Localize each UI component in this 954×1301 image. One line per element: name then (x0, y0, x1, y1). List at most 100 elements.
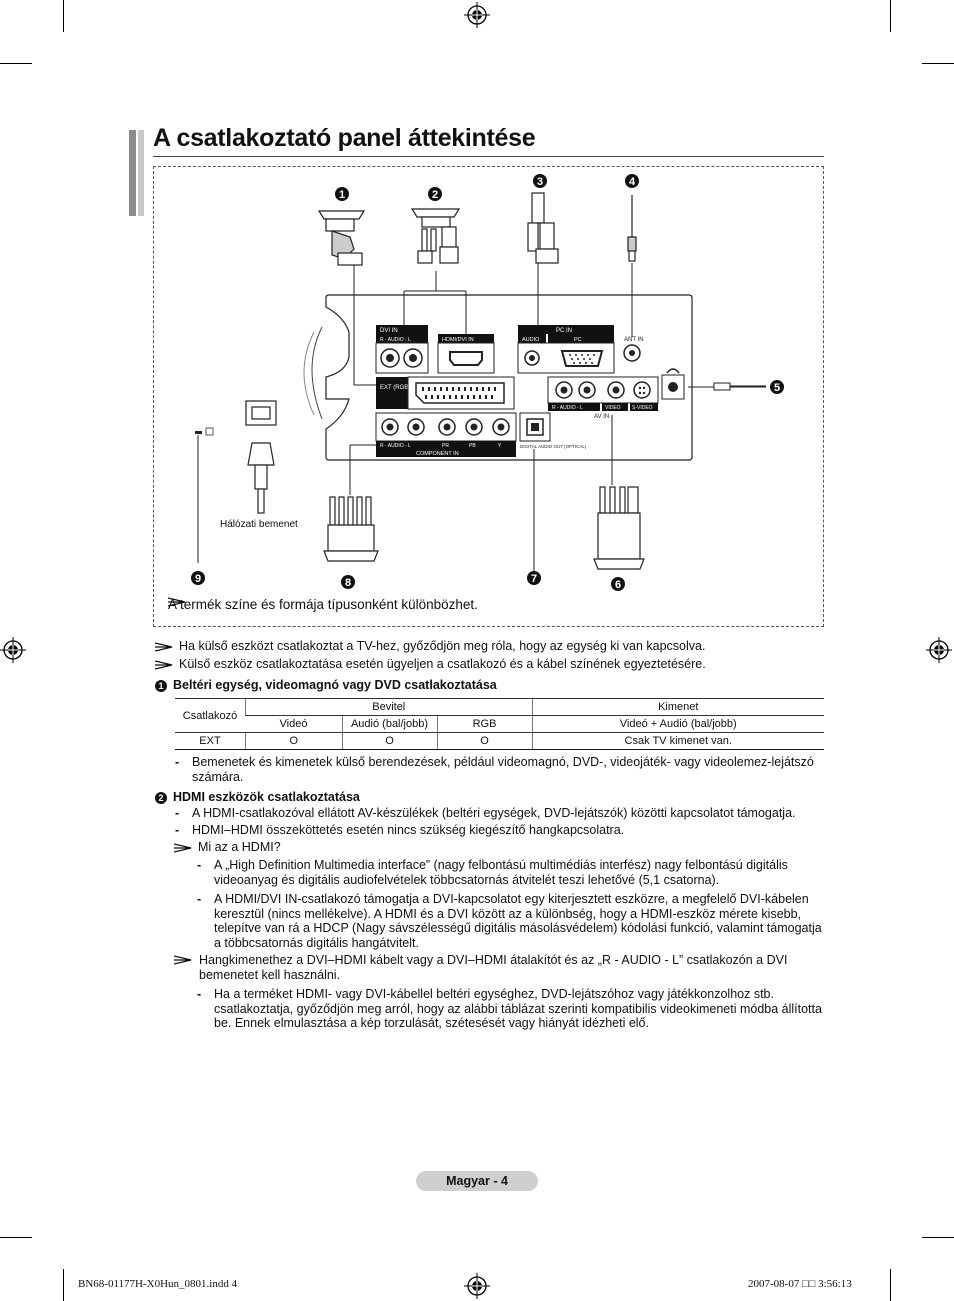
s-video-label: S-VIDEO (632, 405, 653, 411)
badge-6: 6 (615, 579, 621, 591)
digital-audio-out-label: DIGITAL AUDIO OUT (OPTICAL) (520, 444, 587, 449)
scart-cable-icon (317, 210, 366, 266)
component-cable-icon (323, 496, 379, 562)
crop-mark (0, 1237, 32, 1238)
component-sub-header (376, 441, 516, 449)
badge-4: 4 (629, 176, 636, 188)
badge-1: 1 (339, 189, 345, 201)
title-accent-bar (129, 130, 136, 216)
note-arrow-icon (155, 642, 173, 652)
svg-text:PR: PR (442, 443, 449, 449)
crop-mark (922, 63, 954, 64)
table-cell: EXT (175, 732, 246, 750)
section-1-number: 1 (155, 679, 167, 692)
audio-rl-label: R - AUDIO - L (380, 337, 411, 343)
connection-table: Csatlakozó Bevitel Kimenet Videó Audió (… (175, 698, 824, 750)
pc-cable-icon (527, 192, 559, 264)
av-cable-icon (593, 486, 645, 570)
ext-rgb-header (376, 377, 408, 409)
ant-in-label: ANT IN (624, 337, 644, 343)
av-audio-header (548, 403, 600, 411)
table-cell: Csak TV kimenet van. (531, 732, 824, 750)
connection-panel-illustration: DVI IN R - AUDIO - L HDMI/DVI IN PC IN A… (191, 174, 784, 591)
scart-port (415, 382, 505, 404)
crop-mark (890, 0, 891, 32)
svg-text:PB: PB (469, 443, 476, 449)
hdmi-header (438, 334, 494, 343)
crop-mark (890, 1269, 891, 1301)
title-accent-bar (138, 130, 144, 216)
av-video-label: VIDEO (605, 405, 621, 411)
registration-mark-icon (926, 637, 952, 663)
ext-rgb-label: EXT (RGB) (380, 385, 410, 391)
pc-in-header (518, 325, 614, 334)
pc-label: PC (574, 337, 582, 343)
table-row: EXT O O O Csak TV kimenet van. (175, 732, 824, 750)
av-audio-label: R - AUDIO - L (552, 405, 583, 411)
dvi-in-label: DVI IN (380, 328, 398, 334)
audio-header (518, 334, 546, 343)
hdmi-dvi-in-label: HDMI/DVI IN (442, 337, 474, 343)
table-cell: O (436, 732, 532, 750)
note-1-text: Ha külső eszközt csatlakoztat a TV-hez, … (179, 639, 706, 653)
svg-text:Y: Y (498, 443, 502, 449)
note-arrow-icon (174, 843, 192, 853)
lock-slot (195, 431, 202, 434)
table-cell: O (245, 732, 342, 750)
tv-panel-curve (303, 331, 315, 416)
pc-in-label: PC IN (556, 328, 572, 334)
crop-mark (922, 1237, 954, 1238)
badge-7: 7 (531, 573, 537, 585)
hdmi-port (449, 351, 483, 366)
page-title: A csatlakoztató panel áttekintése (153, 124, 536, 152)
audio-rl-header (376, 334, 428, 343)
vga-port (560, 350, 604, 367)
s-video-header (630, 403, 658, 411)
badge-8: 8 (345, 577, 351, 589)
note-arrow-icon (155, 660, 173, 670)
note-2: Külső eszköz csatlakoztatása esetén ügye… (155, 657, 706, 672)
table-sub-video: Videó (245, 715, 342, 733)
diagram-note-text: A termék színe és formája típusonként kü… (168, 597, 478, 612)
audio-label: AUDIO (522, 337, 540, 343)
av-video-header (602, 403, 628, 411)
badge-9: 9 (195, 573, 201, 585)
note-arrow-icon (168, 597, 186, 607)
note-2-text: Külső eszköz csatlakoztatása esetén ügye… (179, 657, 706, 671)
badge-2: 2 (432, 189, 438, 201)
badge-5: 5 (774, 382, 780, 394)
badge-3: 3 (537, 176, 543, 188)
registration-mark-icon (464, 1273, 490, 1299)
hdmi-question: Mi az a HDMI? (174, 840, 281, 855)
power-label: Hálózati bemenet (220, 519, 298, 530)
svg-text:R - AUDIO - L: R - AUDIO - L (380, 443, 411, 449)
antenna-cable-icon (627, 195, 637, 262)
crop-mark (63, 1269, 64, 1301)
hdmi-audio-cable-icon (410, 208, 461, 264)
note-1: Ha külső eszközt csatlakoztat a TV-hez, … (155, 639, 705, 654)
table-header-connector: Csatlakozó (175, 698, 246, 733)
lock-icon (205, 427, 214, 436)
connection-panel-diagram: DVI IN R - AUDIO - L HDMI/DVI IN PC IN A… (153, 166, 824, 627)
component-in-label: COMPONENT IN (416, 451, 459, 457)
footer-file: BN68-01177H-X0Hun_0801.indd 4 (78, 1278, 238, 1290)
crop-mark (0, 63, 32, 64)
section-2-number: 2 (155, 791, 167, 804)
component-header (376, 449, 516, 457)
note-arrow-icon (174, 955, 192, 965)
crop-mark (63, 0, 64, 32)
tv-panel-curve (311, 326, 323, 420)
page-number-badge: Magyar - 4 (416, 1171, 538, 1191)
table-header-input: Bevitel (245, 698, 532, 716)
table-cell: O (341, 732, 437, 750)
av-in-label: AV IN (594, 414, 609, 420)
headphone-cable-icon (713, 382, 766, 391)
title-rule (153, 156, 824, 157)
footer-datetime: 2007-08-07 □□ 3:56:13 (748, 1278, 852, 1290)
pc-header (548, 334, 614, 343)
s-video-jack (633, 381, 651, 399)
table-sub-rgb: RGB (436, 715, 532, 733)
table-header-output: Kimenet (531, 698, 824, 716)
